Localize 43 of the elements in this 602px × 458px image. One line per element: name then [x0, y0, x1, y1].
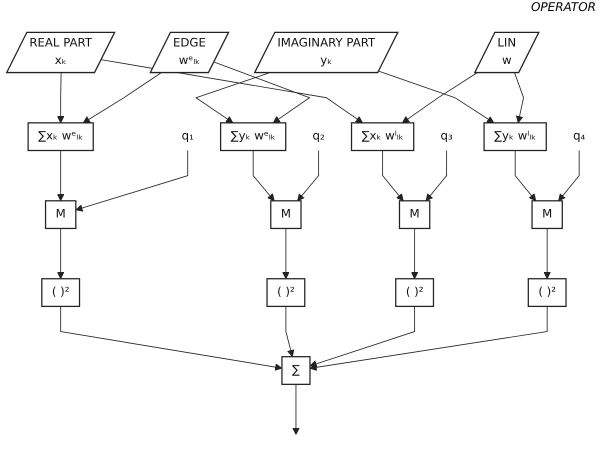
arrow: [285, 306, 294, 358]
node-box: ∑yₖ wˡₗₖ: [483, 122, 547, 152]
arrow: [310, 306, 548, 371]
node-box: ∑xₖ wˡₗₖ: [350, 122, 414, 152]
arrow: [310, 306, 416, 368]
arrow: [195, 72, 270, 124]
arrow: [514, 72, 524, 124]
arrow: [543, 228, 551, 280]
arrow: [378, 70, 494, 124]
arrow: [57, 228, 64, 280]
node-text: q₃: [440, 130, 453, 143]
node-box: M: [531, 200, 563, 230]
arrow: [410, 228, 418, 280]
arrow: [57, 72, 64, 124]
arrow: [75, 150, 188, 212]
node-box: M: [270, 200, 302, 230]
arrow: [82, 72, 162, 124]
node-box: ∑yₖ wᵉₗₖ: [220, 122, 286, 152]
node-box: ( )²: [266, 278, 306, 308]
group-heading: OPERATOR: [530, 0, 596, 14]
arrow: [60, 306, 282, 371]
node-box: ( )²: [41, 278, 80, 308]
arrow: [214, 62, 310, 124]
node-box: M: [44, 200, 76, 230]
node-box: ( )²: [395, 278, 434, 308]
arrow: [402, 72, 478, 124]
node-box: ( )²: [528, 278, 567, 308]
node-text: q₄: [573, 130, 586, 143]
arrow: [252, 150, 275, 202]
arrow: [558, 150, 580, 202]
arrow: [101, 59, 363, 124]
node-text: q₂: [312, 130, 325, 143]
node-box: ∑: [281, 356, 311, 385]
arrow: [382, 150, 404, 202]
arrow: [297, 150, 320, 202]
arrow: [292, 384, 300, 435]
arrow: [514, 150, 536, 202]
node-box: ∑xₖ wᵉₗₖ: [27, 122, 94, 152]
node-box: M: [398, 200, 430, 230]
arrow: [57, 150, 64, 202]
arrow: [426, 150, 448, 202]
node-text: q₁: [182, 130, 194, 143]
arrow: [282, 228, 290, 280]
